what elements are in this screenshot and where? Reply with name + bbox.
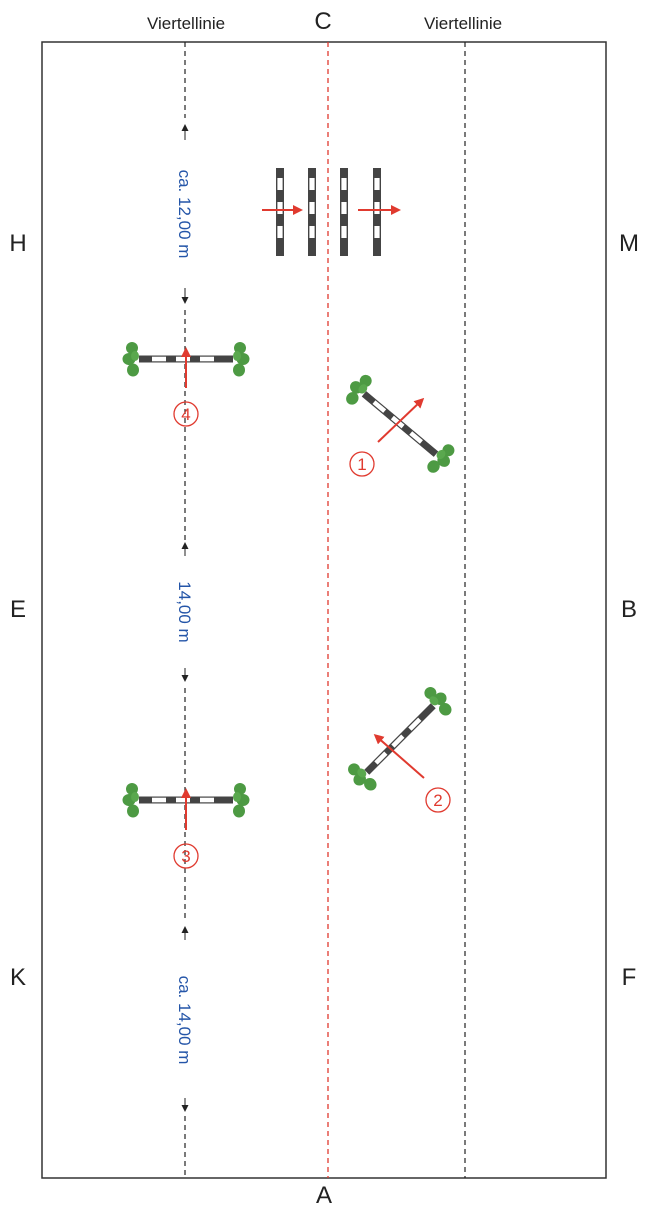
letter-b: B <box>620 596 638 623</box>
obstacle-4: 4 <box>123 342 250 427</box>
arena-border <box>41 41 607 1179</box>
distance-middle-label: 14,00 m <box>175 581 194 642</box>
obstacle-4-number: 4 <box>181 405 190 424</box>
obstacle-2-number: 2 <box>433 791 442 810</box>
letter-a: A <box>315 1182 333 1209</box>
quarterline-right-label: Viertellinie <box>423 14 503 33</box>
distance-bottom-label: ca. 14,00 m <box>175 976 194 1065</box>
letter-m: M <box>619 230 639 257</box>
obstacle-1-number: 1 <box>357 455 366 474</box>
obstacle-1: 1 <box>340 370 459 478</box>
obstacle-3-number: 3 <box>181 847 190 866</box>
letter-k: K <box>9 964 27 991</box>
quarterline-left-label: Viertellinie <box>146 14 226 33</box>
obstacle-3: 3 <box>123 783 250 869</box>
letter-h: H <box>9 230 27 257</box>
letter-f: F <box>621 964 637 991</box>
letter-e: E <box>9 596 27 623</box>
obstacle-2: 2 <box>343 682 457 813</box>
letter-c: C <box>314 8 332 35</box>
distance-top-label: ca. 12,00 m <box>175 170 194 259</box>
